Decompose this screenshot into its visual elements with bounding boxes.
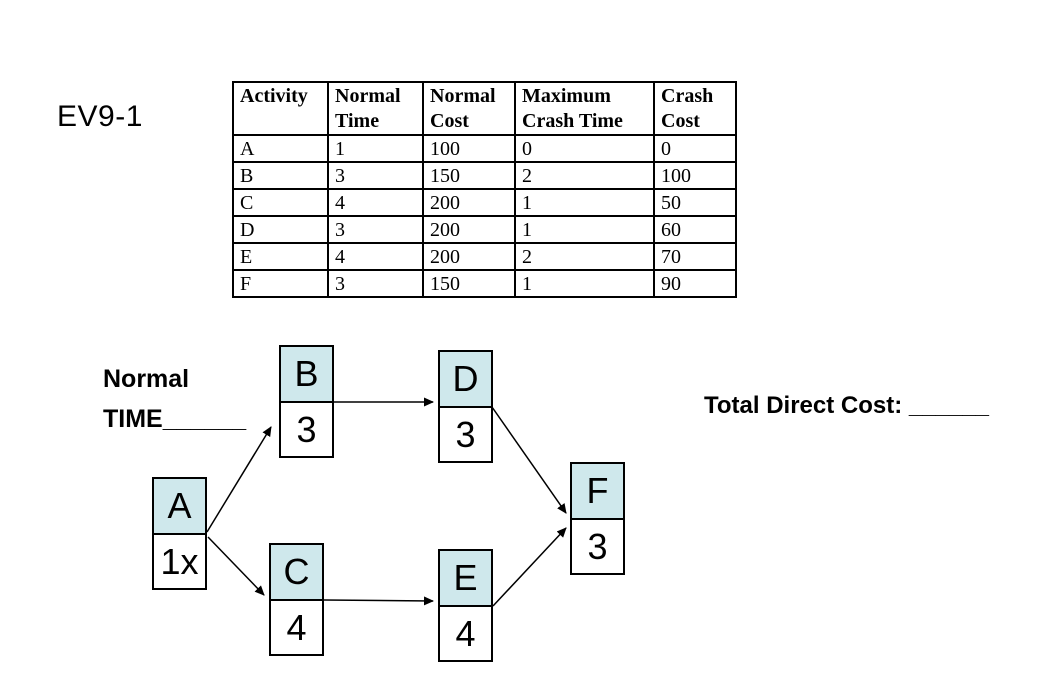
table-row: B 3 150 2 100 [232,161,737,190]
node-c-label-box: C [269,543,324,601]
total-direct-cost-label: Total Direct Cost: ______ [704,392,989,419]
cell-crash-cost: 100 [653,161,737,190]
node-time: 3 [587,525,608,567]
cell-normal-time: 3 [327,161,424,190]
node-time: 3 [296,408,317,450]
normal-time-label: Normal TIME______ [103,359,246,439]
cell-crash-cost: 0 [653,134,737,163]
cell-activity: D [232,215,329,244]
activity-node-d: D 3 [438,350,493,463]
cell-normal-cost: 100 [422,134,516,163]
node-time: 4 [286,606,307,648]
col-header-normal-time: Normal Time [327,81,424,136]
col-header-crash-cost: Crash Cost [653,81,737,136]
normal-time-label-line2: TIME______ [103,405,247,433]
activity-node-b: B 3 [279,345,334,458]
cell-normal-cost: 150 [422,161,516,190]
node-time: 3 [455,413,476,455]
cell-activity: F [232,269,329,298]
arrow-e-f [492,527,567,607]
cell-activity: E [232,242,329,271]
cell-normal-cost: 200 [422,215,516,244]
cell-normal-time: 1 [327,134,424,163]
cell-max-crash-time: 0 [514,134,655,163]
cell-crash-cost: 60 [653,215,737,244]
node-time: 4 [455,612,476,654]
table-row: D 3 200 1 60 [232,215,737,244]
cell-max-crash-time: 1 [514,188,655,217]
activity-cost-table: Activity Normal Time Normal Cost Maximum… [232,81,737,298]
cell-normal-time: 3 [327,215,424,244]
node-c-time-box: 4 [269,601,324,656]
cell-max-crash-time: 2 [514,161,655,190]
normal-time-blank: ______ [162,405,247,433]
cell-normal-time: 4 [327,188,424,217]
cell-activity: A [232,134,329,163]
cell-crash-cost: 90 [653,269,737,298]
table-row: A 1 100 0 0 [232,134,737,163]
node-label: E [453,557,478,598]
table-header-row: Activity Normal Time Normal Cost Maximum… [232,81,737,136]
node-b-time-box: 3 [279,403,334,458]
node-label: F [586,470,609,511]
cell-activity: C [232,188,329,217]
cell-crash-cost: 70 [653,242,737,271]
node-e-label-box: E [438,549,493,607]
cell-max-crash-time: 1 [514,269,655,298]
total-direct-cost-blank: ______ [908,392,989,419]
cell-max-crash-time: 1 [514,215,655,244]
col-header-activity: Activity [232,81,329,136]
table-row: C 4 200 1 50 [232,188,737,217]
page-title: EV9-1 [57,100,143,133]
col-header-max-crash-time: Maximum Crash Time [514,81,655,136]
node-a-label-box: A [152,477,207,535]
cell-crash-cost: 50 [653,188,737,217]
node-f-time-box: 3 [570,520,625,575]
table-row: E 4 200 2 70 [232,242,737,271]
activity-node-a: A 1x [152,477,207,590]
cell-max-crash-time: 2 [514,242,655,271]
table-row: F 3 150 1 90 [232,269,737,298]
arrow-a-b [206,426,272,533]
cell-normal-cost: 150 [422,269,516,298]
activity-node-e: E 4 [438,549,493,662]
col-header-normal-cost: Normal Cost [422,81,516,136]
cell-normal-time: 3 [327,269,424,298]
node-d-time-box: 3 [438,408,493,463]
node-label: B [294,353,319,394]
cell-activity: B [232,161,329,190]
node-a-time-box: 1x [152,535,207,590]
arrow-c-e [323,596,434,606]
node-label: A [167,485,192,526]
cell-normal-time: 4 [327,242,424,271]
node-time: 1x [160,540,199,582]
node-label: D [452,358,479,399]
arrow-d-f [491,406,567,514]
node-e-time-box: 4 [438,607,493,662]
node-f-label-box: F [570,462,625,520]
node-d-label-box: D [438,350,493,408]
node-b-label-box: B [279,345,334,403]
activity-node-c: C 4 [269,543,324,656]
cell-normal-cost: 200 [422,242,516,271]
node-label: C [283,551,310,592]
activity-node-f: F 3 [570,462,625,575]
cell-normal-cost: 200 [422,188,516,217]
normal-time-label-line1: Normal [103,365,190,393]
arrow-a-c [207,536,265,596]
